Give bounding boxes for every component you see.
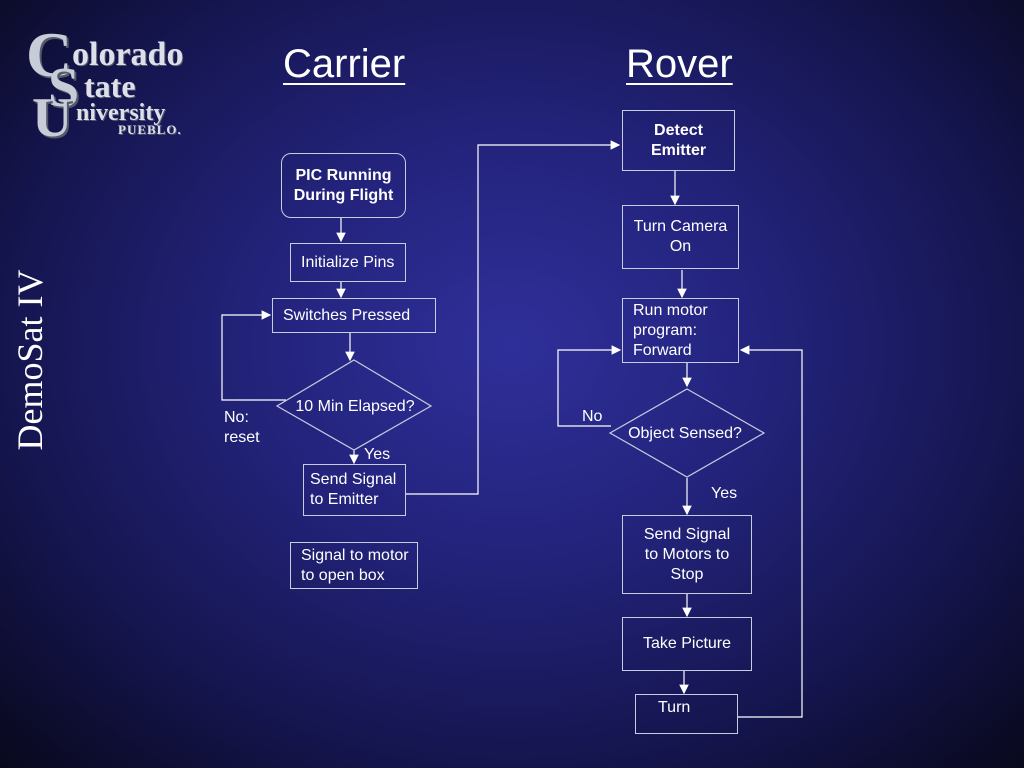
rover-yes-label: Yes	[711, 485, 738, 502]
carrier-yes-label: Yes	[364, 446, 391, 463]
carrier-decision-text: 10 Min Elapsed?	[295, 398, 415, 415]
rover-no-label: No	[582, 408, 603, 425]
carrier-no-label: No: reset	[224, 409, 260, 446]
rover-stop-box: Send Signal to Motors to Stop	[622, 515, 752, 594]
logo-state: tate	[84, 68, 136, 104]
rover-detect-box: Detect Emitter	[622, 110, 735, 171]
logo-s: S	[48, 57, 80, 119]
logo-u: U	[32, 87, 73, 149]
arrow-no-reset-loop	[221, 310, 286, 401]
logo-pueblo: PUEBLO.	[118, 122, 182, 137]
carrier-motor-box: Signal to motor to open box	[290, 542, 418, 589]
rover-decision-text: Object Sensed?	[628, 425, 742, 442]
rover-camera-box: Turn Camera On	[622, 205, 739, 269]
rover-decision-diamond	[608, 388, 766, 478]
logo-colorado: olorado	[72, 36, 184, 73]
rover-run-box: Run motor program: Forward	[622, 298, 739, 363]
rover-heading: Rover	[626, 42, 733, 86]
carrier-decision-diamond	[275, 359, 433, 451]
arrow-send-to-detect	[406, 140, 621, 495]
carrier-start-box: PIC Running During Flight	[281, 153, 406, 218]
arrow-turn-loop	[737, 345, 803, 718]
rover-picture-box: Take Picture	[622, 617, 752, 671]
logo-university: niversity	[76, 100, 166, 126]
carrier-send-box: Send Signal to Emitter	[303, 464, 406, 516]
logo-c: C	[26, 19, 73, 90]
rover-turn-box: Turn	[635, 694, 738, 734]
carrier-heading: Carrier	[283, 42, 406, 86]
carrier-switches-box: Switches Pressed	[272, 298, 436, 333]
carrier-init-box: Initialize Pins	[290, 243, 406, 282]
arrow-no-loop	[557, 345, 622, 427]
university-logo: C olorado S tate U niversity PUEBLO.	[26, 19, 226, 149]
